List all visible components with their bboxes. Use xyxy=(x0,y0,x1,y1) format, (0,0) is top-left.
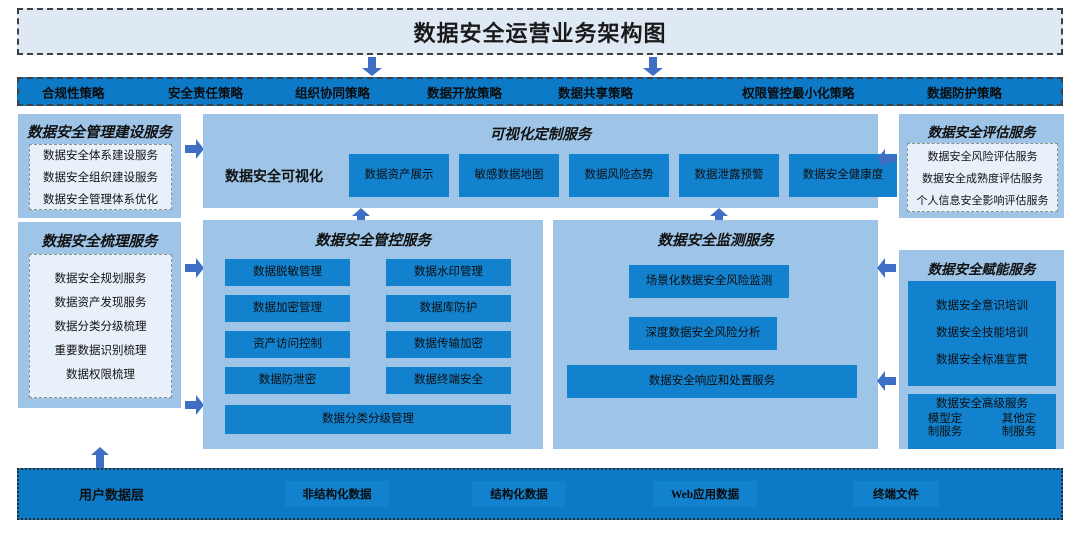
panel-enablement-service: 数据安全赋能服务 数据安全意识培训 数据安全技能培训 数据安全标准宣贯 数据安全… xyxy=(899,250,1064,449)
strategy-bar: 合规性策略 安全责任策略 组织协同策略 数据开放策略 数据共享策略 权限管控最小… xyxy=(17,77,1063,106)
panel-monitoring-service-title: 数据安全监测服务 xyxy=(657,233,774,249)
panel-monitoring-service: 数据安全监测服务 场景化数据安全风险监测 深度数据安全风险分析 数据安全响应和处… xyxy=(553,220,878,449)
down-arrow-right-icon xyxy=(642,57,664,77)
panel-data-sorting-title: 数据安全梳理服务 xyxy=(41,234,158,250)
panel-management-build-title: 数据安全管理建设服务 xyxy=(27,125,172,141)
up-arrow-monitor-to-vis-icon xyxy=(709,208,729,228)
left-arrow-monitoring-icon xyxy=(876,258,896,278)
chip-model-custom-service[interactable]: 模型定 制服务 xyxy=(927,413,963,439)
left-arrow-response-icon xyxy=(876,371,896,391)
panel-visualization: 可视化定制服务 数据安全可视化 数据资产展示 敏感数据地图 数据风险态势 数据泄… xyxy=(203,114,897,208)
strategy-item-1[interactable]: 安全责任策略 xyxy=(168,86,244,100)
list-item[interactable]: 数据安全管理体系优化 xyxy=(43,194,158,206)
chip-endpoint-files[interactable]: 终端文件 xyxy=(853,481,939,507)
bottom-bar-label: 用户数据层 xyxy=(79,487,145,503)
chip-web-app-data[interactable]: Web应用数据 xyxy=(653,481,757,507)
chip-asset-access-control[interactable]: 资产访问控制 xyxy=(225,331,350,358)
panel-assessment-service: 数据安全评估服务 数据安全风险评估服务 数据安全成熟度评估服务 个人信息安全影响… xyxy=(899,114,1064,218)
advanced-service-title: 数据安全高级服务 xyxy=(936,398,1028,410)
chip-structured-data[interactable]: 结构化数据 xyxy=(472,481,566,507)
list-item[interactable]: 数据安全规划服务 xyxy=(54,273,147,285)
strategy-item-2[interactable]: 组织协同策略 xyxy=(295,86,371,100)
chip-unstructured-data[interactable]: 非结构化数据 xyxy=(285,481,389,507)
list-item[interactable]: 数据安全组织建设服务 xyxy=(43,172,158,184)
chip-data-masking[interactable]: 数据脱敏管理 xyxy=(225,259,350,286)
chip-transport-encryption[interactable]: 数据传输加密 xyxy=(386,331,511,358)
list-item[interactable]: 数据资产发现服务 xyxy=(54,297,147,309)
chip-sensitive-map[interactable]: 敏感数据地图 xyxy=(459,154,559,197)
strategy-item-6[interactable]: 数据防护策略 xyxy=(927,86,1003,100)
chip-asset-display[interactable]: 数据资产展示 xyxy=(349,154,449,197)
right-arrow-mgmt-icon xyxy=(185,139,205,159)
strategy-item-4[interactable]: 数据共享策略 xyxy=(558,86,634,100)
chip-classification-grading[interactable]: 数据分类分级管理 xyxy=(225,405,511,434)
left-arrow-visualization-icon xyxy=(876,149,896,169)
list-item[interactable]: 数据安全体系建设服务 xyxy=(43,150,158,162)
panel-control-service-title: 数据安全管控服务 xyxy=(315,233,431,249)
panel-enablement-service-title: 数据安全赋能服务 xyxy=(927,262,1036,277)
right-arrow-sorting-icon xyxy=(185,395,205,415)
list-item[interactable]: 数据安全风险评估服务 xyxy=(927,150,1038,163)
chip-leak-alert[interactable]: 数据泄露预警 xyxy=(679,154,779,197)
chip-awareness-training[interactable]: 数据安全意识培训 xyxy=(936,299,1028,312)
panel-management-build: 数据安全管理建设服务 数据安全体系建设服务 数据安全组织建设服务 数据安全管理体… xyxy=(18,114,181,218)
chip-data-encryption[interactable]: 数据加密管理 xyxy=(225,295,350,322)
strategy-item-0[interactable]: 合规性策略 xyxy=(42,86,105,100)
down-arrow-left-icon xyxy=(361,57,383,77)
chip-scenario-risk-monitor[interactable]: 场景化数据安全风险监测 xyxy=(629,265,789,298)
panel-assessment-service-title: 数据安全评估服务 xyxy=(927,125,1036,140)
chip-skills-training[interactable]: 数据安全技能培训 xyxy=(936,326,1028,339)
strategy-item-3[interactable]: 数据开放策略 xyxy=(427,86,503,100)
list-item[interactable]: 数据分类分级梳理 xyxy=(54,321,147,333)
list-item[interactable]: 重要数据识别梳理 xyxy=(54,345,147,357)
up-arrow-control-to-vis-icon xyxy=(351,208,371,228)
list-item[interactable]: 数据权限梳理 xyxy=(66,369,135,381)
strategy-item-5[interactable]: 权限管控最小化策略 xyxy=(742,86,855,100)
panel-visualization-title: 可视化定制服务 xyxy=(489,127,592,143)
chip-standards-promotion[interactable]: 数据安全标准宣贯 xyxy=(936,354,1028,367)
chip-leak-prevention[interactable]: 数据防泄密 xyxy=(225,367,350,394)
chip-deep-risk-analysis[interactable]: 深度数据安全风险分析 xyxy=(629,317,777,350)
visualization-subtitle: 数据安全可视化 xyxy=(225,170,323,185)
chip-endpoint-security[interactable]: 数据终端安全 xyxy=(386,367,511,394)
up-arrow-data-to-sorting-icon xyxy=(90,447,110,469)
panel-control-service: 数据安全管控服务 数据脱敏管理 数据加密管理 资产访问控制 数据防泄密 数据水印… xyxy=(203,220,543,449)
chip-risk-posture[interactable]: 数据风险态势 xyxy=(569,154,669,197)
list-item[interactable]: 个人信息安全影响评估服务 xyxy=(916,194,1049,207)
list-item[interactable]: 数据安全成熟度评估服务 xyxy=(922,172,1043,185)
chip-response-handling[interactable]: 数据安全响应和处置服务 xyxy=(567,365,857,398)
panel-data-sorting: 数据安全梳理服务 数据安全规划服务 数据资产发现服务 数据分类分级梳理 重要数据… xyxy=(18,222,181,408)
chip-other-custom-service[interactable]: 其他定 制服务 xyxy=(1001,413,1037,439)
right-arrow-control-icon xyxy=(185,258,205,278)
page-title: 数据安全运营业务架构图 xyxy=(413,20,667,46)
page-title-banner: 数据安全运营业务架构图 xyxy=(17,8,1063,55)
bottom-data-bar: 用户数据层 非结构化数据 结构化数据 Web应用数据 终端文件 xyxy=(17,468,1063,520)
chip-db-protection[interactable]: 数据库防护 xyxy=(386,295,511,322)
chip-watermark[interactable]: 数据水印管理 xyxy=(386,259,511,286)
